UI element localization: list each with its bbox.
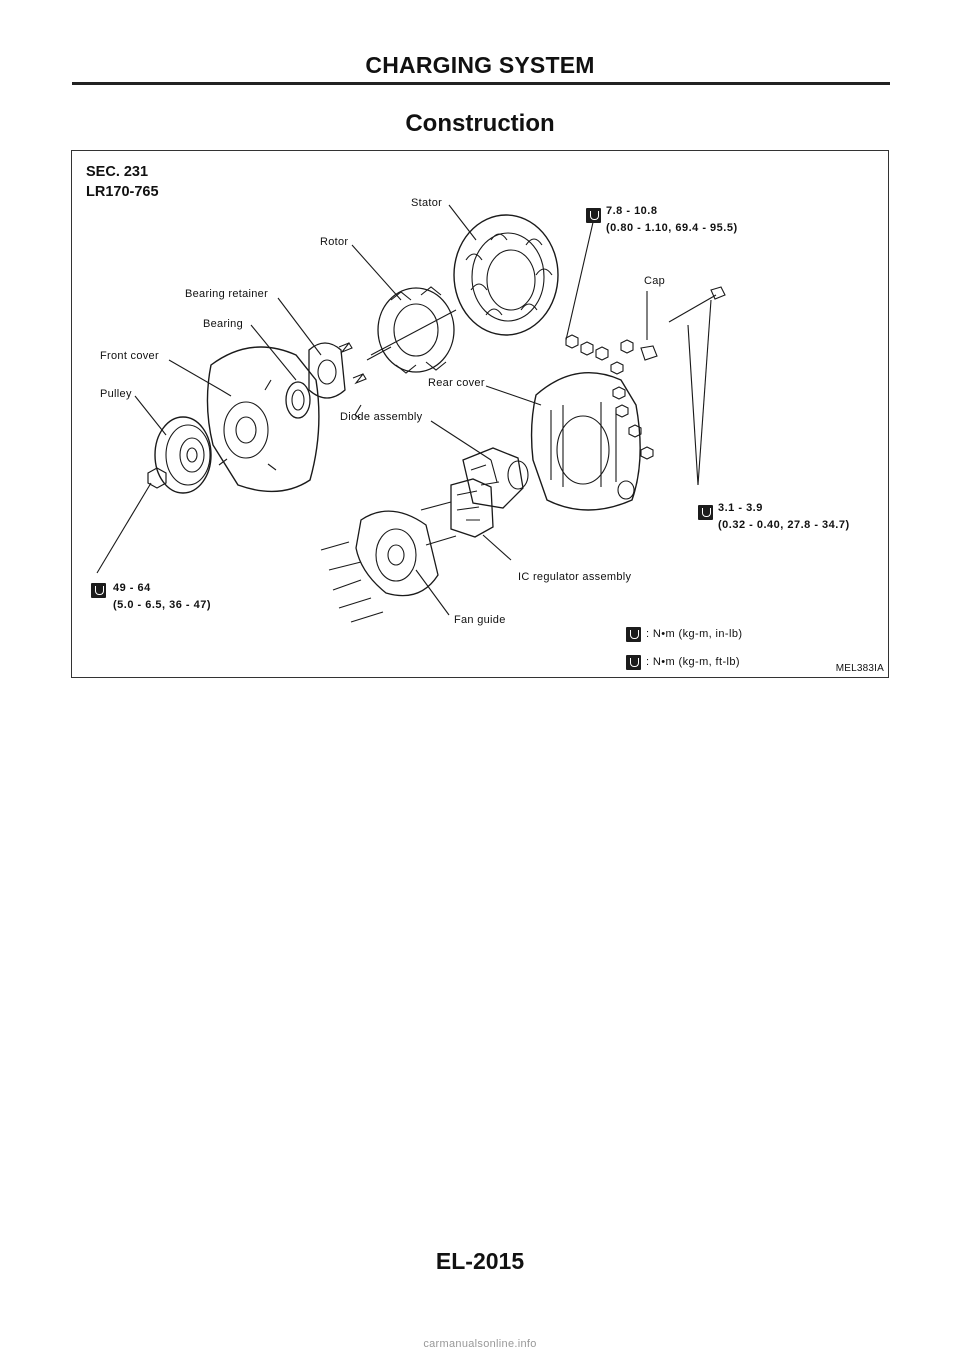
label-front-cover: Front cover <box>100 350 159 362</box>
figure-id: MEL383IA <box>835 663 884 674</box>
label-cap: Cap <box>644 275 666 287</box>
model-number: LR170-765 <box>86 184 159 200</box>
torque-conversion: (0.32 - 0.40, 27.8 - 34.7) <box>718 519 850 531</box>
section-code: SEC. 231 LR170-765 <box>86 162 159 202</box>
torque-wrench-icon <box>91 583 106 598</box>
torque-wrench-icon <box>626 627 641 642</box>
torque-conversion: (5.0 - 6.5, 36 - 47) <box>113 599 212 611</box>
torque-wrench-icon <box>586 208 601 223</box>
label-diode-assembly: Diode assembly <box>340 411 423 423</box>
torque-value: 7.8 - 10.8 <box>606 205 658 217</box>
alternator-exploded-diagram <box>96 204 726 623</box>
torque-spec-top-right: 7.8 - 10.8 (0.80 - 1.10, 69.4 - 95.5) <box>606 203 738 237</box>
label-rotor: Rotor <box>320 236 349 248</box>
label-fan-guide: Fan guide <box>454 614 506 626</box>
label-bearing: Bearing <box>203 318 244 330</box>
torque-conversion: (0.80 - 1.10, 69.4 - 95.5) <box>606 222 738 234</box>
watermark-text: carmanualsonline.info <box>423 1338 537 1350</box>
page-number: EL-2015 <box>435 1248 525 1274</box>
section-title: Construction <box>405 110 555 137</box>
torque-wrench-icon <box>698 505 713 520</box>
torque-spec-mid-right: 3.1 - 3.9 (0.32 - 0.40, 27.8 - 34.7) <box>718 500 850 534</box>
sec-number: SEC. 231 <box>86 164 149 180</box>
label-pulley: Pulley <box>100 388 132 400</box>
label-bearing-retainer: Bearing retainer <box>185 288 269 300</box>
torque-spec-bottom-left: 49 - 64 (5.0 - 6.5, 36 - 47) <box>113 580 211 614</box>
label-rear-cover: Rear cover <box>428 377 485 389</box>
label-ic-regulator: IC regulator assembly <box>518 571 632 583</box>
page-header-title: CHARGING SYSTEM <box>365 52 595 78</box>
legend-in-lb: : N•m (kg-m, in-lb) <box>646 628 743 640</box>
torque-wrench-icon <box>626 655 641 670</box>
label-stator: Stator <box>411 197 443 209</box>
torque-value: 3.1 - 3.9 <box>718 502 763 514</box>
torque-value: 49 - 64 <box>113 582 151 594</box>
legend-ft-lb: : N•m (kg-m, ft-lb) <box>646 656 740 668</box>
figure-frame <box>71 150 889 678</box>
header-divider <box>72 82 890 85</box>
